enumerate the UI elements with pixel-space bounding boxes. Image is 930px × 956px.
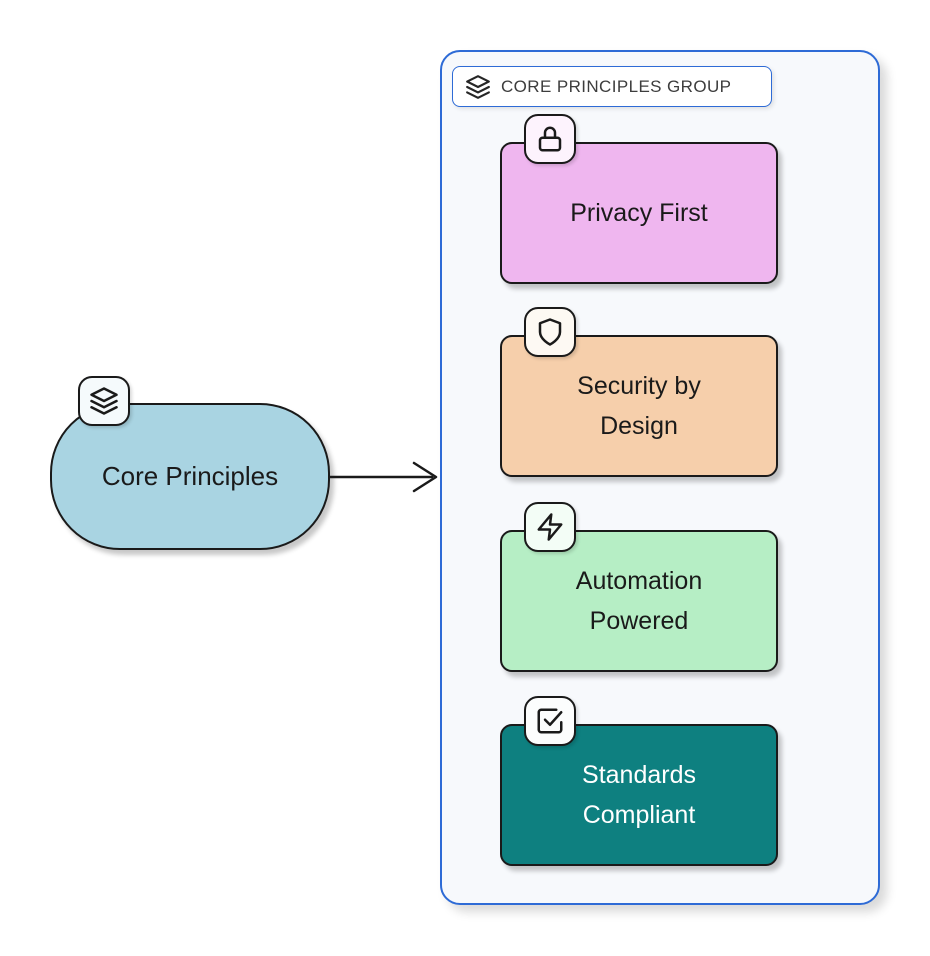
lock-icon <box>524 114 576 164</box>
shield-icon <box>524 307 576 357</box>
label-line: Compliant <box>582 801 696 829</box>
group-core-principles: CORE PRINCIPLES GROUP Privacy First <box>440 50 880 905</box>
group-label: CORE PRINCIPLES GROUP <box>452 66 772 107</box>
label-line: Privacy First <box>570 199 708 227</box>
node-label: Core Principles <box>101 460 279 491</box>
box-label: Automation Powered <box>576 561 702 641</box>
node-privacy-first[interactable]: Privacy First <box>500 114 778 284</box>
label-line: Standards <box>582 761 696 789</box>
box-label: Privacy First <box>570 193 708 233</box>
label-line: Design <box>600 412 678 440</box>
layers-icon <box>466 74 490 99</box>
node-security-by-design[interactable]: Security by Design <box>500 307 778 477</box>
layers-icon <box>78 376 130 426</box>
label-line: Powered <box>589 607 689 635</box>
label-line: Automation <box>575 567 703 595</box>
label-line: Security by <box>577 372 701 400</box>
lightning-icon <box>524 502 576 552</box>
edge-arrow <box>328 461 438 493</box>
box-label: Security by Design <box>577 366 701 446</box>
check-square-icon <box>524 696 576 746</box>
box-label: Standards Compliant <box>582 755 696 835</box>
group-label-text: CORE PRINCIPLES GROUP <box>501 76 732 96</box>
node-automation-powered[interactable]: Automation Powered <box>500 502 778 672</box>
node-core-principles[interactable]: Core Principles <box>50 376 330 550</box>
node-standards-compliant[interactable]: Standards Compliant <box>500 696 778 866</box>
